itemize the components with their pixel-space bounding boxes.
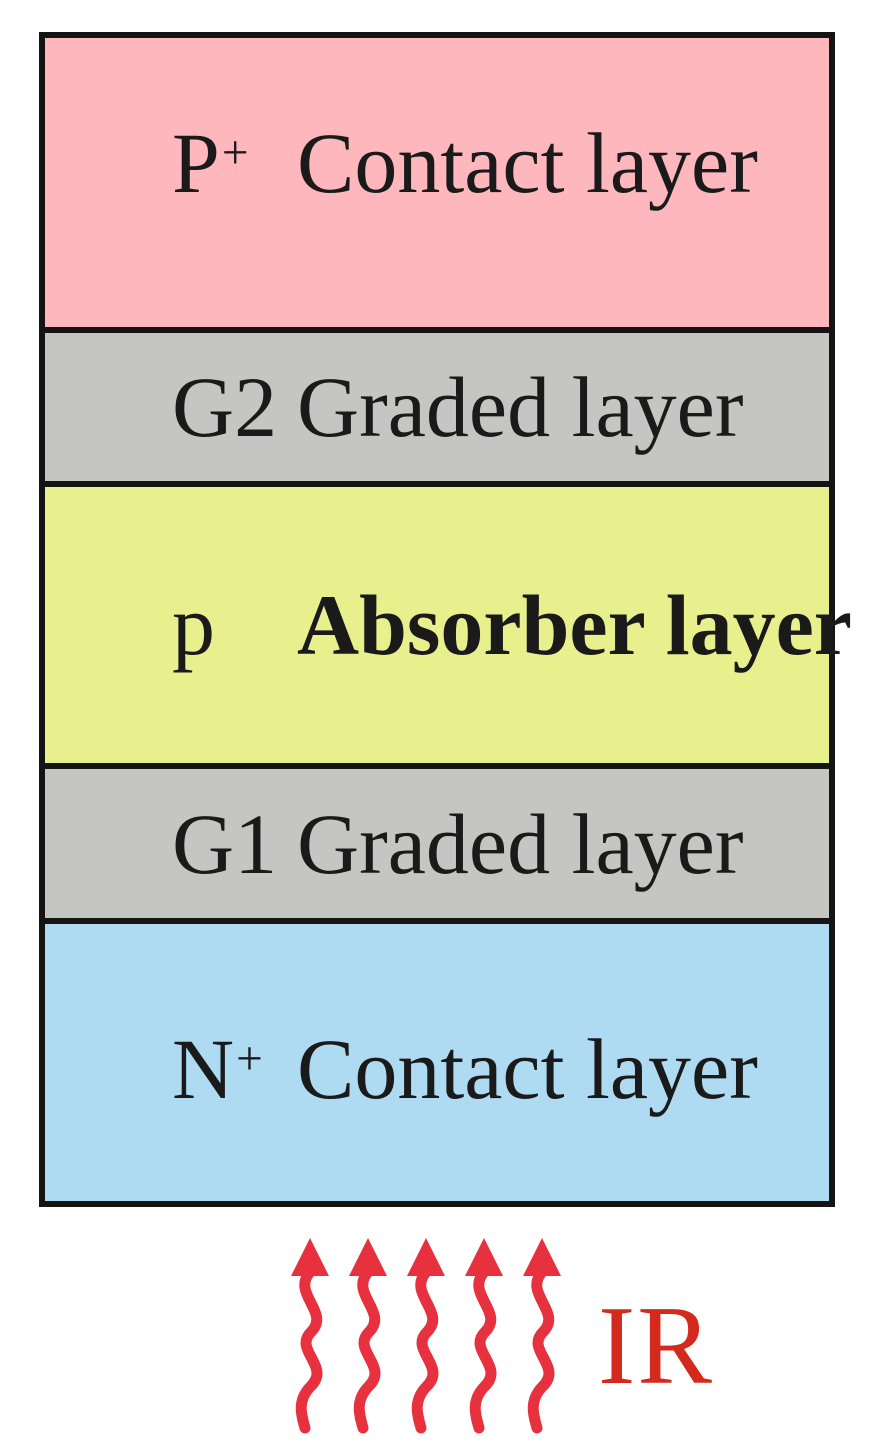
layer-n-plus-contact: N+Contact layer [45,924,829,1201]
ir-radiation-arrows [281,1238,571,1434]
prefix-text: P [172,114,220,211]
wavy-arrow-up-icon [465,1238,503,1434]
layer-label: P+Contact layer [45,120,829,206]
layer-prefix: G2 [172,364,297,450]
wavy-arrow-up-icon [407,1238,445,1434]
wavy-arrow-up-icon [349,1238,387,1434]
wavy-arrow-up-icon [523,1238,561,1434]
layer-label: N+Contact layer [45,1026,829,1112]
layer-name: Contact layer [297,114,758,211]
prefix-text: p [172,577,215,673]
layer-prefix: G1 [172,801,297,887]
layer-name: Contact layer [297,1020,758,1117]
prefix-superscript: + [236,1032,263,1085]
layer-name: Absorber layer [297,577,852,673]
prefix-text: N [172,1020,235,1117]
layer-name: Graded layer [297,359,744,455]
prefix-text: G2 [172,359,278,455]
layer-prefix: p [172,582,297,668]
prefix-text: G1 [172,795,278,892]
layer-p-plus-contact: P+Contact layer [45,38,829,333]
layer-prefix: N+ [172,1026,297,1112]
layer-name: Graded layer [297,795,744,892]
layer-prefix: P+ [172,120,297,206]
prefix-superscript: + [221,126,249,179]
wavy-arrow-up-icon [291,1238,329,1434]
ir-label: IR [598,1284,714,1408]
